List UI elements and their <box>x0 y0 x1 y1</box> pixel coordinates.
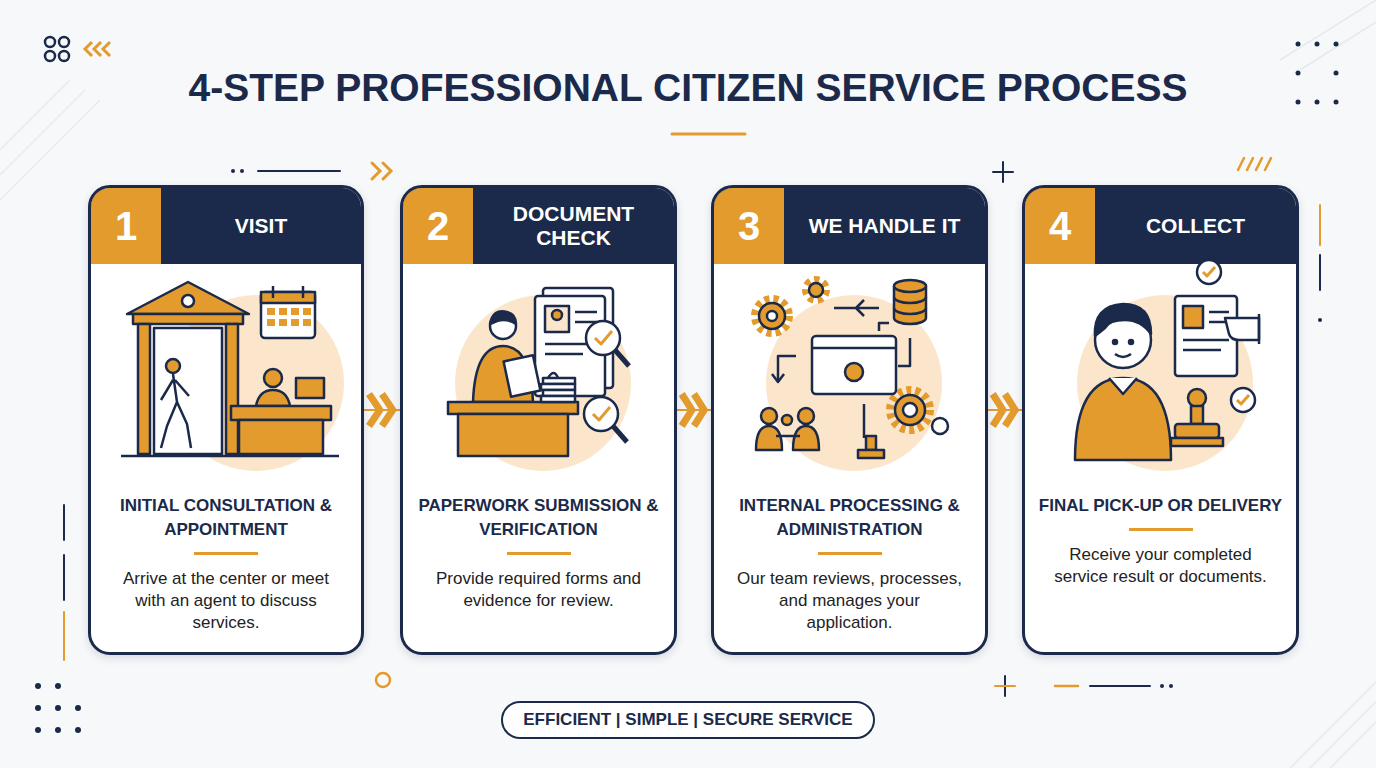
heading-underline <box>194 552 258 555</box>
header-title-box: DOCUMENT CHECK <box>473 188 674 264</box>
diagram-title: 4-STEP PROFESSIONAL CITIZEN SERVICE PROC… <box>0 66 1376 110</box>
tagline-pill: EFFICIENT | SIMPLE | SECURE SERVICE <box>501 701 874 739</box>
arrow-head <box>682 394 692 426</box>
step-number: 4 <box>1049 204 1071 249</box>
step-heading: PAPERWORK SUBMISSION & VERIFICATION <box>411 494 666 542</box>
step-title: COLLECT <box>1146 214 1245 238</box>
arrow-head <box>382 394 393 426</box>
corner-chevrons <box>85 42 110 56</box>
step-heading: FINAL PICK-UP OR DELIVERY <box>1033 494 1288 518</box>
heading-underline <box>1129 528 1193 531</box>
header-title-box: VISIT <box>161 188 361 264</box>
accent-strokes <box>64 134 1320 696</box>
step-number-badge: 4 <box>1025 188 1095 264</box>
step-card: COLLECT FINAL PICK-UP OR DELIVERY Receive… <box>1022 185 1299 655</box>
step-title: WE HANDLE IT <box>809 214 961 238</box>
dot-grid <box>35 42 1339 734</box>
arrow-head <box>694 394 704 426</box>
step-description: Receive your completed service result or… <box>1047 544 1274 588</box>
step-card: VISIT INITIAL CONSULTATION & APPOINTMENT… <box>88 185 364 655</box>
step-title: VISIT <box>235 214 288 238</box>
header-title-box: WE HANDLE IT <box>784 188 985 264</box>
step-number: 2 <box>427 204 449 249</box>
step-title: DOCUMENT CHECK <box>499 202 649 250</box>
chevron-arrow <box>677 394 711 426</box>
heading-underline <box>818 552 882 555</box>
tagline-text: EFFICIENT | SIMPLE | SECURE SERVICE <box>523 710 852 730</box>
arrow-head <box>369 394 380 426</box>
step-number: 3 <box>738 204 760 249</box>
arrow-head <box>1005 394 1015 426</box>
chevron-arrow <box>988 394 1022 426</box>
step-description: Arrive at the center or meet with an age… <box>113 568 339 634</box>
step-card: DOCUMENT CHECK PAPERWORK SUBMISSION & VE… <box>400 185 677 655</box>
step-number-badge: 3 <box>714 188 784 264</box>
heading-underline <box>507 552 571 555</box>
step-heading: INTERNAL PROCESSING & ADMINISTRATION <box>722 494 977 542</box>
step-description: Provide required forms and evidence for … <box>425 568 652 612</box>
ring-accent <box>376 673 390 687</box>
arrow-head <box>993 394 1003 426</box>
step-description: Our team reviews, processes, and manages… <box>736 568 963 634</box>
step-card: WE HANDLE IT INTERNAL PROCESSING & ADMIN… <box>711 185 988 655</box>
step-heading: INITIAL CONSULTATION & APPOINTMENT <box>99 494 353 542</box>
header-title-box: COLLECT <box>1095 188 1296 264</box>
corner-rings <box>45 37 69 61</box>
step-number: 1 <box>115 204 137 249</box>
step-number-badge: 1 <box>91 188 161 264</box>
chevron-arrow <box>364 394 400 426</box>
step-number-badge: 2 <box>403 188 473 264</box>
